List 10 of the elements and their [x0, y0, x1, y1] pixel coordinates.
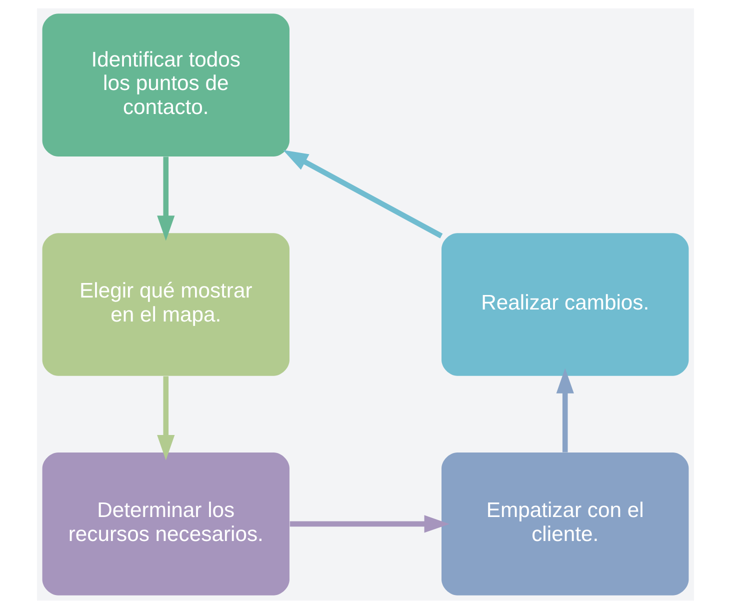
node-box: Realizar cambios.: [442, 233, 689, 376]
arrow: [556, 368, 574, 452]
arrow: [282, 150, 443, 238]
arrow: [157, 376, 175, 460]
node-box: Identificar todos los puntos de contacto.: [42, 14, 290, 156]
node-box: Empatizar con el cliente.: [442, 452, 689, 596]
node-box: Determinar los recursos necesarios.: [42, 452, 290, 596]
arrow: [157, 156, 175, 241]
arrow: [290, 515, 450, 533]
node-box: Elegir qué mostrar en el mapa.: [42, 233, 290, 376]
